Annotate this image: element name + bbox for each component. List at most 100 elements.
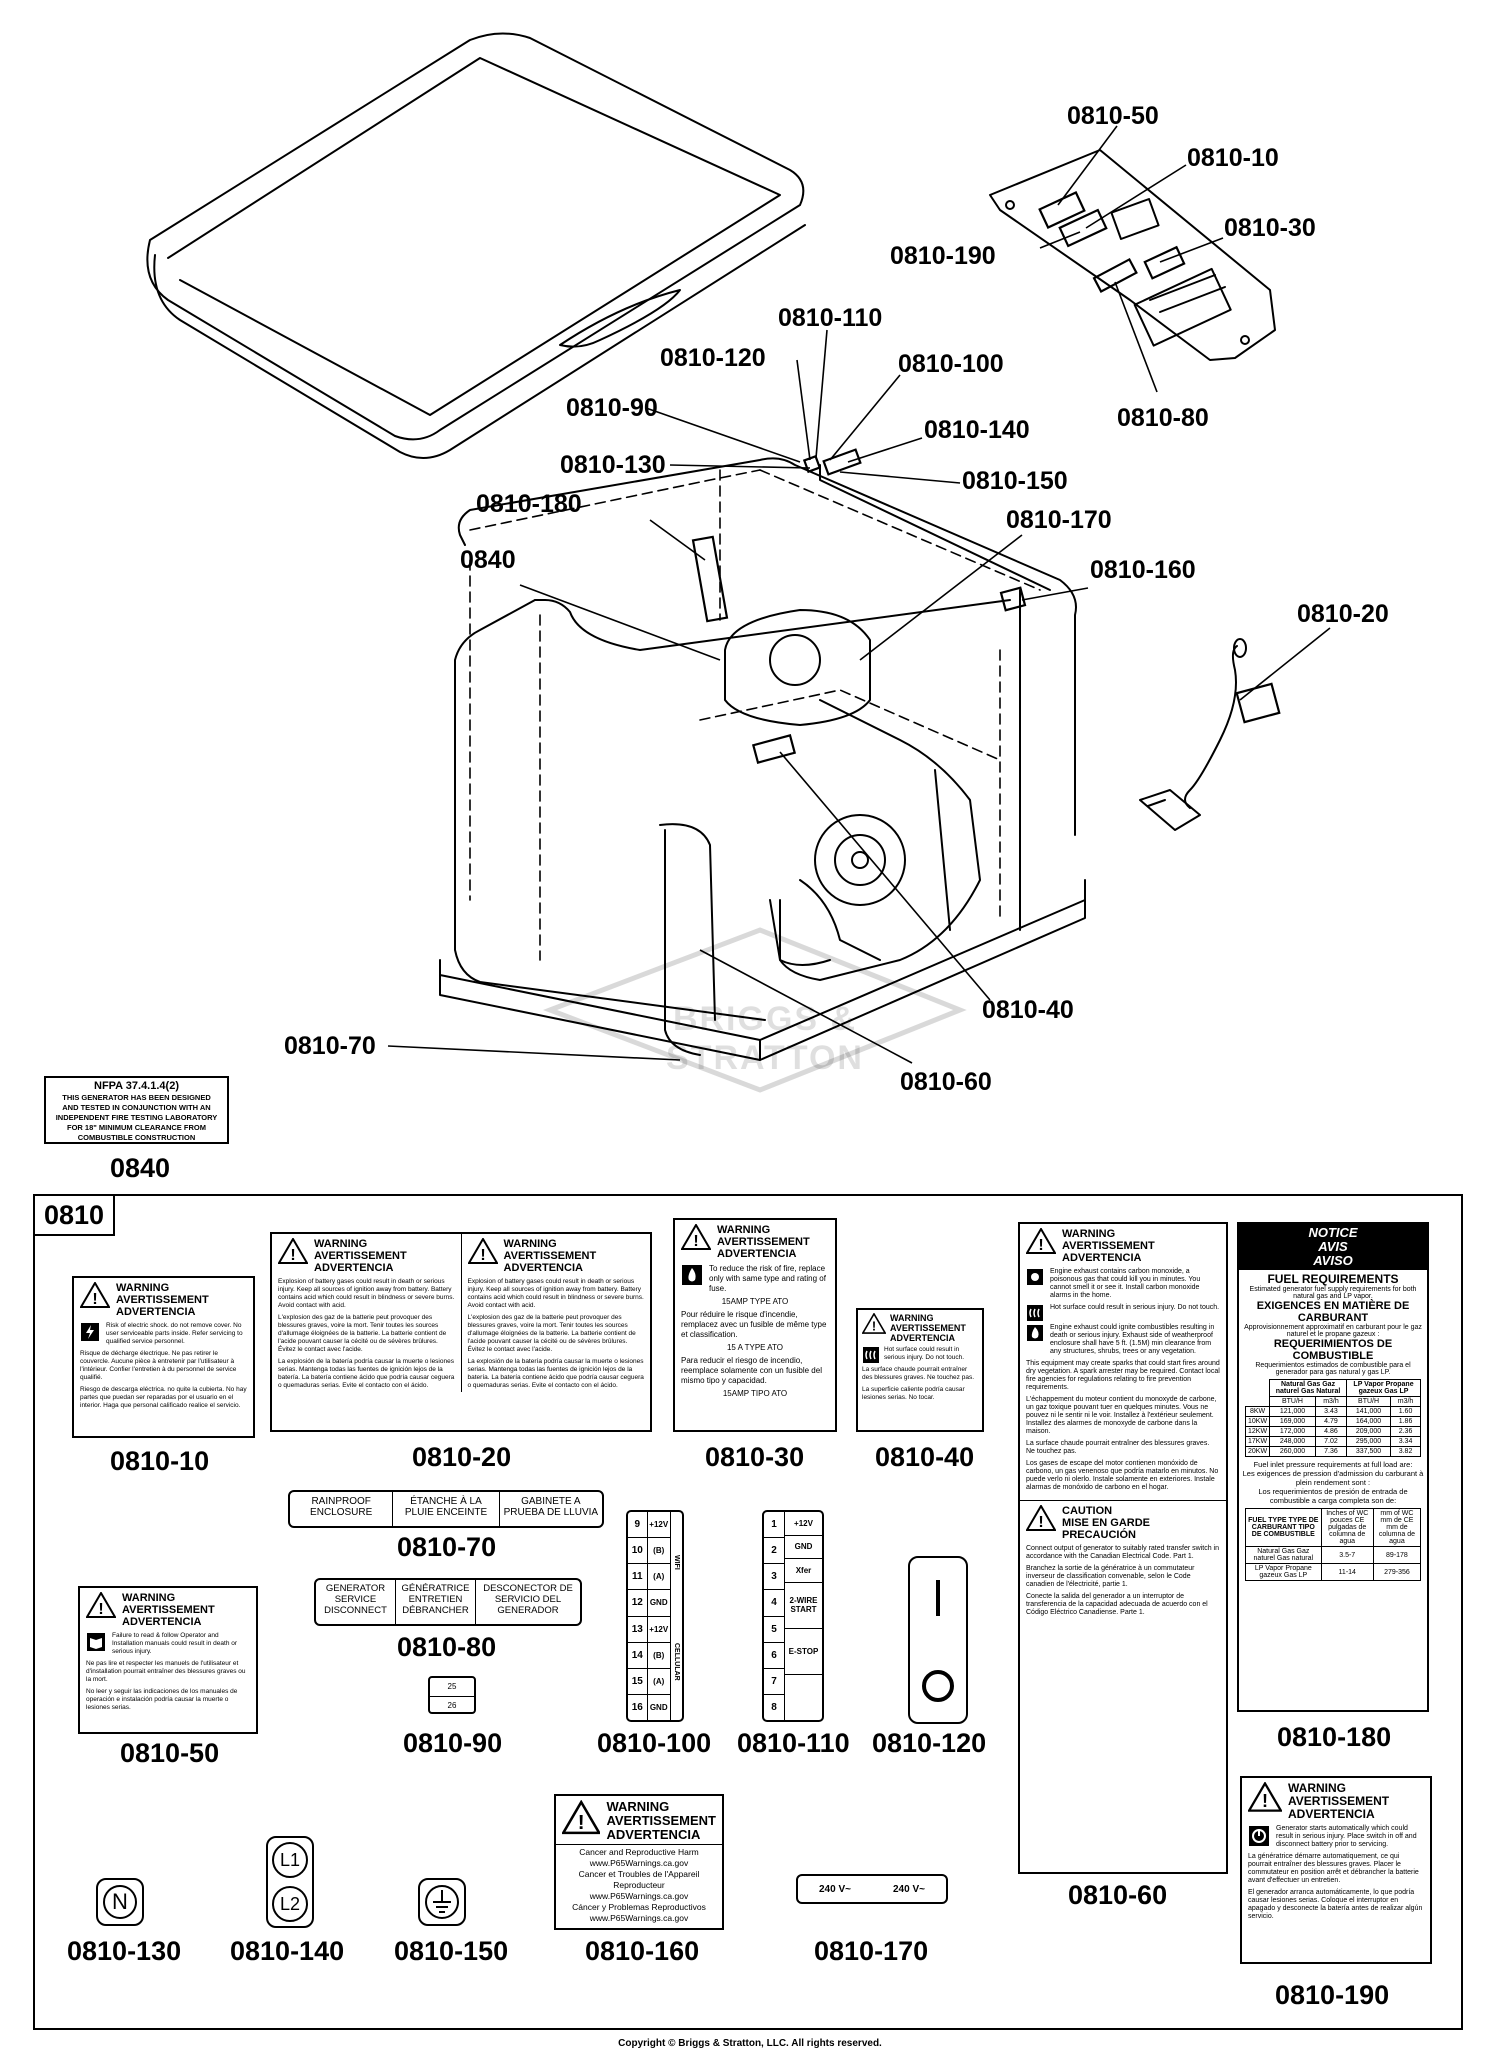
pin-number: 15 bbox=[628, 1669, 647, 1695]
decal-0810-120 bbox=[908, 1556, 968, 1724]
caution-word: MISE EN GARDE bbox=[1062, 1517, 1151, 1529]
decal-text: La explosión de la batería podría causar… bbox=[467, 1358, 644, 1389]
callout-0810-150: 0810-150 bbox=[962, 467, 1068, 495]
decal-0810-80: GENERATOR SERVICE DISCONNECT GÉNÉRATRICE… bbox=[314, 1578, 582, 1626]
pin-label: +12V bbox=[785, 1512, 822, 1536]
notice-word: AVIS bbox=[1318, 1239, 1348, 1254]
decal-0810-150 bbox=[418, 1878, 466, 1926]
decal-text: GÉNÉRATRICE ENTRETIEN DÉBRANCHER bbox=[396, 1580, 476, 1624]
svg-text:!: ! bbox=[1038, 1514, 1043, 1531]
pin-label: (A) bbox=[647, 1564, 670, 1591]
pin-label: GND bbox=[785, 1536, 822, 1560]
table-header: mm of WC mm de CE mm de columna de agua bbox=[1372, 1508, 1422, 1547]
decal-text: Estimated generator fuel supply requirem… bbox=[1249, 1286, 1417, 1300]
decal-text: Branchez la sortie de la génératrice à u… bbox=[1026, 1565, 1195, 1588]
on-off-symbol-icon bbox=[922, 1580, 954, 1702]
warning-word: AVERTISSEMENT bbox=[717, 1236, 810, 1248]
watermark bbox=[542, 927, 967, 1093]
kit-title-text: 0810 bbox=[43, 1199, 105, 1230]
svg-text:!: ! bbox=[92, 1291, 97, 1308]
pin-number: 11 bbox=[628, 1564, 647, 1591]
decal-text: Hot surface could result in serious inju… bbox=[1050, 1304, 1220, 1311]
decal-text: Cáncer y Problemas Reproductivos bbox=[572, 1902, 706, 1912]
exploded-diagram bbox=[146, 32, 1331, 1093]
decal-text: 25 bbox=[430, 1678, 474, 1697]
svg-text:!: ! bbox=[1262, 1791, 1268, 1811]
warning-word: ADVERTENCIA bbox=[314, 1262, 394, 1274]
warning-triangle-icon: ! bbox=[862, 1313, 886, 1334]
notice-word: AVISO bbox=[1313, 1253, 1353, 1268]
warning-word: AVERTISSEMENT bbox=[1062, 1240, 1155, 1252]
decal-text: Conecte la salida del generador a un int… bbox=[1026, 1593, 1208, 1616]
caution-word: CAUTION bbox=[1062, 1505, 1113, 1517]
warning-word: ADVERTENCIA bbox=[122, 1616, 202, 1628]
ground-icon bbox=[425, 1885, 459, 1919]
callout-0810-60: 0810-60 bbox=[900, 1068, 992, 1096]
warning-word: ADVERTENCIA bbox=[717, 1248, 797, 1260]
decal-text: Fuel inlet pressure requirements at full… bbox=[1253, 1460, 1413, 1469]
part-number-0810-160: 0810-160 bbox=[585, 1936, 700, 1966]
callout-0810-140: 0810-140 bbox=[924, 416, 1030, 444]
electric-shock-icon bbox=[81, 1323, 99, 1341]
engine-drawing bbox=[724, 609, 981, 981]
pin-label: (A) bbox=[647, 1669, 670, 1695]
warning-word: AVERTISSEMENT bbox=[122, 1604, 215, 1616]
warning-triangle-icon: ! bbox=[1026, 1228, 1056, 1254]
part-number-0810-80: 0810-80 bbox=[397, 1632, 497, 1662]
l2-symbol: L2 bbox=[272, 1886, 308, 1922]
part-number-0810-150: 0810-150 bbox=[394, 1936, 509, 1966]
decal-text: This equipment may create sparks that co… bbox=[1026, 1360, 1220, 1391]
part-number-0810-50: 0810-50 bbox=[120, 1738, 220, 1768]
warning-word: WARNING bbox=[890, 1313, 934, 1323]
decal-text: Para reducir el riesgo de incendio, reem… bbox=[681, 1356, 822, 1385]
pin-number: 12 bbox=[628, 1590, 647, 1617]
nfpa-line: AND TESTED IN CONJUNCTION WITH AN bbox=[62, 1103, 211, 1112]
pin-label: (B) bbox=[647, 1538, 670, 1565]
warning-word: WARNING bbox=[314, 1238, 368, 1250]
fuel-pressure-table: FUEL TYPE TYPE DE CARBURANT TIPO DE COMB… bbox=[1245, 1508, 1422, 1581]
notice-banner: NOTICE AVIS AVISO bbox=[1239, 1224, 1427, 1270]
pin-label: GND bbox=[647, 1590, 670, 1617]
copyright-footer: Copyright © Briggs & Stratton, LLC. All … bbox=[618, 2038, 882, 2049]
decal-text: Engine exhaust contains carbon monoxide,… bbox=[1050, 1268, 1201, 1299]
pin-number: 5 bbox=[764, 1617, 784, 1643]
pin-label: +12V bbox=[647, 1512, 670, 1539]
pin-number: 10 bbox=[628, 1538, 647, 1565]
pin-number: 6 bbox=[764, 1643, 784, 1669]
dashed-hidden-lines bbox=[469, 469, 1041, 961]
svg-text:!: ! bbox=[98, 1601, 103, 1618]
decal-text: To reduce the risk of fire, replace only… bbox=[709, 1264, 826, 1293]
decal-text: www.P65Warnings.ca.gov bbox=[589, 1891, 689, 1901]
callout-0810-170: 0810-170 bbox=[1006, 506, 1112, 534]
decal-text: 15AMP TYPE ATO bbox=[721, 1297, 789, 1306]
pin-number: 1 bbox=[764, 1512, 784, 1539]
decal-text: Connect output of generator to suitably … bbox=[1026, 1545, 1219, 1560]
callout-0810-50: 0810-50 bbox=[1067, 102, 1159, 130]
warning-word: ADVERTENCIA bbox=[1062, 1252, 1142, 1264]
decal-text: El generador arranca automáticamente, lo… bbox=[1248, 1889, 1423, 1920]
warning-triangle-icon: ! bbox=[681, 1224, 711, 1250]
nfpa-line: COMBUSTIBLE CONSTRUCTION bbox=[77, 1133, 196, 1142]
decal-text: L'échappement du moteur contient du mono… bbox=[1026, 1396, 1217, 1435]
fuel-heading: REQUERIMIENTOS DE COMBUSTIBLE bbox=[1273, 1338, 1393, 1362]
warning-word: ADVERTENCIA bbox=[116, 1306, 196, 1318]
decal-text: GABINETE A PRUEBA DE LLUVIA bbox=[503, 1496, 599, 1518]
warning-triangle-icon: ! bbox=[467, 1238, 498, 1264]
kit-0810-frame bbox=[33, 1194, 1463, 2030]
callout-0810-180: 0810-180 bbox=[476, 490, 582, 518]
decal-text: La génératrice démarre automatiquement, … bbox=[1248, 1853, 1419, 1884]
pin-number: 16 bbox=[631, 1701, 643, 1713]
callout-0810-10: 0810-10 bbox=[1187, 144, 1279, 172]
pin-number: 8 bbox=[771, 1701, 777, 1713]
decal-0810-170: 240 V~ 240 V~ bbox=[796, 1874, 948, 1904]
warning-word: WARNING bbox=[116, 1282, 170, 1294]
part-number-0810-180: 0810-180 bbox=[1277, 1722, 1392, 1752]
